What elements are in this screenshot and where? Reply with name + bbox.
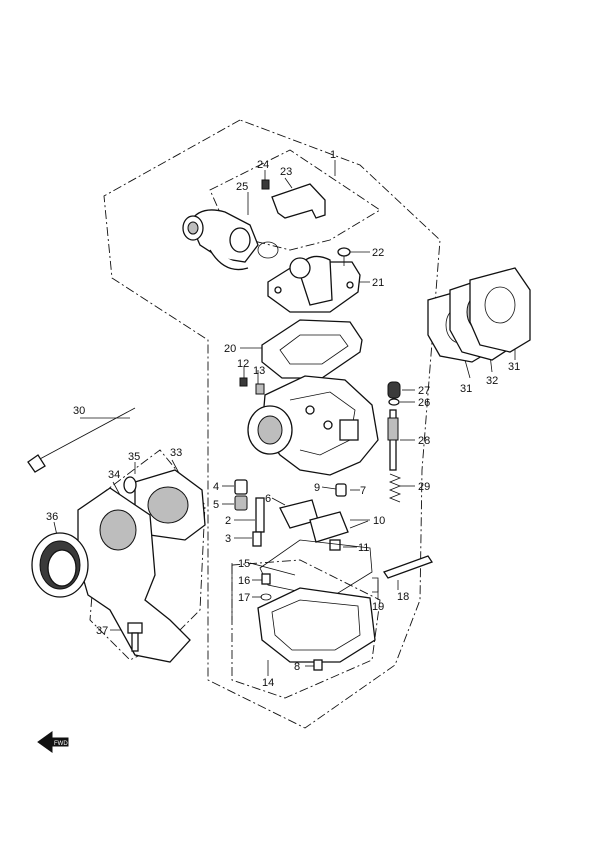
- label-9: 9: [314, 482, 320, 494]
- spring-13-part: [255, 383, 265, 395]
- label-32: 32: [486, 375, 498, 387]
- label-3: 3: [225, 533, 231, 545]
- assembly-outline-main: [103, 119, 441, 729]
- jet-2-part: [255, 497, 265, 533]
- label-19: 19: [372, 601, 384, 613]
- label-37: 37: [96, 625, 108, 637]
- pin-18-part: [383, 555, 433, 579]
- label-27: 27: [418, 385, 430, 397]
- leader-lines: [53, 160, 516, 676]
- screw-part: [261, 179, 270, 190]
- label-11: 11: [358, 542, 369, 554]
- screw-12-part: [239, 377, 248, 387]
- float-lower-part: [309, 511, 349, 543]
- label-6: 6: [265, 493, 271, 505]
- label-35: 35: [128, 451, 140, 463]
- intake-ring-part: [31, 532, 89, 598]
- flange-gaskets-part: [427, 267, 531, 363]
- needle-valve-part: [335, 483, 347, 497]
- label-16: 16: [238, 575, 250, 587]
- label-2: 2: [225, 515, 231, 527]
- label-18: 18: [397, 591, 409, 603]
- label-10: 10: [373, 515, 385, 527]
- label-31b: 31: [508, 361, 520, 373]
- diaphragm-parts: [387, 381, 402, 503]
- assembly-outline-bowl: [231, 559, 381, 699]
- float-pin-part: [349, 520, 369, 529]
- assembly-outline-bracket: [89, 449, 206, 661]
- fwd-arrow-label: FWD: [54, 741, 68, 747]
- label-30: 30: [73, 405, 85, 417]
- grommet-part: [123, 476, 137, 494]
- solenoid-part: [182, 209, 279, 271]
- label-33: 33: [170, 447, 182, 459]
- label-8: 8: [294, 661, 300, 673]
- label-31a: 31: [460, 383, 472, 395]
- bowl-gasket-part: [259, 539, 373, 599]
- label-14: 14: [262, 677, 274, 689]
- label-5: 5: [213, 499, 219, 511]
- label-12: 12: [237, 358, 249, 370]
- label-21: 21: [372, 277, 384, 289]
- long-bolt-part: [27, 407, 136, 473]
- label-7: 7: [360, 485, 366, 497]
- label-4: 4: [213, 481, 219, 493]
- float-bowl-part: [257, 587, 376, 663]
- cover-part: [271, 183, 326, 219]
- label-24: 24: [257, 159, 269, 171]
- label-23: 23: [280, 166, 292, 178]
- screw-22-part: [337, 247, 351, 266]
- label-34: 34: [108, 469, 120, 481]
- jet-5-part: [234, 495, 248, 511]
- gasket-part: [261, 319, 363, 379]
- label-36: 36: [46, 511, 58, 523]
- bolt-37-part: [127, 622, 143, 652]
- label-1: 1: [330, 149, 336, 161]
- fwd-arrow-icon: FWD: [37, 731, 69, 753]
- label-17: 17: [238, 592, 250, 604]
- oring-17-part: [260, 593, 272, 601]
- carburetor-body-part: [247, 375, 379, 476]
- label-20: 20: [224, 343, 236, 355]
- intake-flange-part: [134, 469, 206, 541]
- label-28: 28: [418, 435, 430, 447]
- clip-19-part: [372, 577, 379, 593]
- screw-11-part: [329, 539, 341, 551]
- label-25: 25: [236, 181, 248, 193]
- label-26: 26: [418, 397, 430, 409]
- callout-labels: 1 24 23 25 22 21 20 12 13 27 26 28 29 30…: [46, 149, 520, 689]
- label-13: 13: [253, 365, 265, 377]
- label-15: 15: [238, 558, 250, 570]
- label-22: 22: [372, 247, 384, 259]
- label-29: 29: [418, 481, 430, 493]
- jet-4-part: [234, 479, 248, 495]
- jet-3-part: [252, 531, 262, 547]
- top-cover-part: [267, 255, 361, 313]
- drain-screw-part: [313, 659, 323, 671]
- screw-16-part: [261, 573, 271, 585]
